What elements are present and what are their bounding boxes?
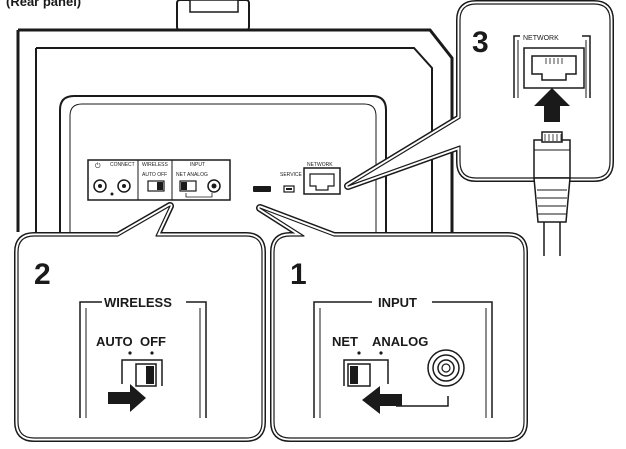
input-panel-label: INPUT bbox=[190, 162, 205, 168]
device-body bbox=[16, 0, 454, 232]
wireless-panel-positions: AUTO OFF bbox=[142, 172, 167, 178]
usb-port[interactable] bbox=[253, 186, 271, 192]
wireless-auto-label: AUTO bbox=[96, 334, 133, 349]
arrow-up-icon bbox=[534, 88, 570, 122]
callout-3-number: 3 bbox=[472, 26, 489, 59]
arrow-left-icon bbox=[362, 386, 402, 414]
ethernet-cable-icon bbox=[533, 131, 571, 256]
network-port-panel[interactable]: NETWORK bbox=[303, 162, 341, 195]
callout-2-number: 2 bbox=[34, 258, 51, 291]
callout-wireless: 2 WIRELESS AUTO OFF bbox=[14, 202, 266, 442]
input-group-label: INPUT bbox=[378, 295, 417, 310]
input-net-label: NET bbox=[332, 334, 358, 349]
wireless-off-label: OFF bbox=[140, 334, 166, 349]
input-panel-positions: NET ANALOG bbox=[176, 172, 208, 178]
wireless-group-label: WIRELESS bbox=[104, 295, 172, 310]
wireless-switch-small[interactable] bbox=[147, 180, 165, 192]
callout-input: 1 INPUT NET ANALOG bbox=[256, 204, 528, 442]
input-analog-label: ANALOG bbox=[372, 334, 428, 349]
wireless-panel-label: WIRELESS bbox=[142, 162, 169, 168]
power-symbol: ⏻ bbox=[95, 162, 101, 170]
service-label: SERVICE bbox=[280, 172, 303, 178]
connect-label: CONNECT bbox=[110, 162, 135, 168]
arrow-right-icon bbox=[108, 384, 146, 412]
control-plate: ⏻ CONNECT WIRELESS AUTO OFF INPUT NET AN… bbox=[87, 159, 231, 201]
network-port[interactable] bbox=[523, 47, 585, 89]
analog-jack-large[interactable] bbox=[427, 349, 465, 387]
network-group-label: NETWORK bbox=[523, 35, 559, 42]
input-switch-small[interactable] bbox=[179, 180, 197, 192]
header-caption: (Rear panel) bbox=[6, 0, 81, 9]
callout-1-number: 1 bbox=[290, 258, 307, 291]
network-panel-label: NETWORK bbox=[307, 162, 333, 168]
